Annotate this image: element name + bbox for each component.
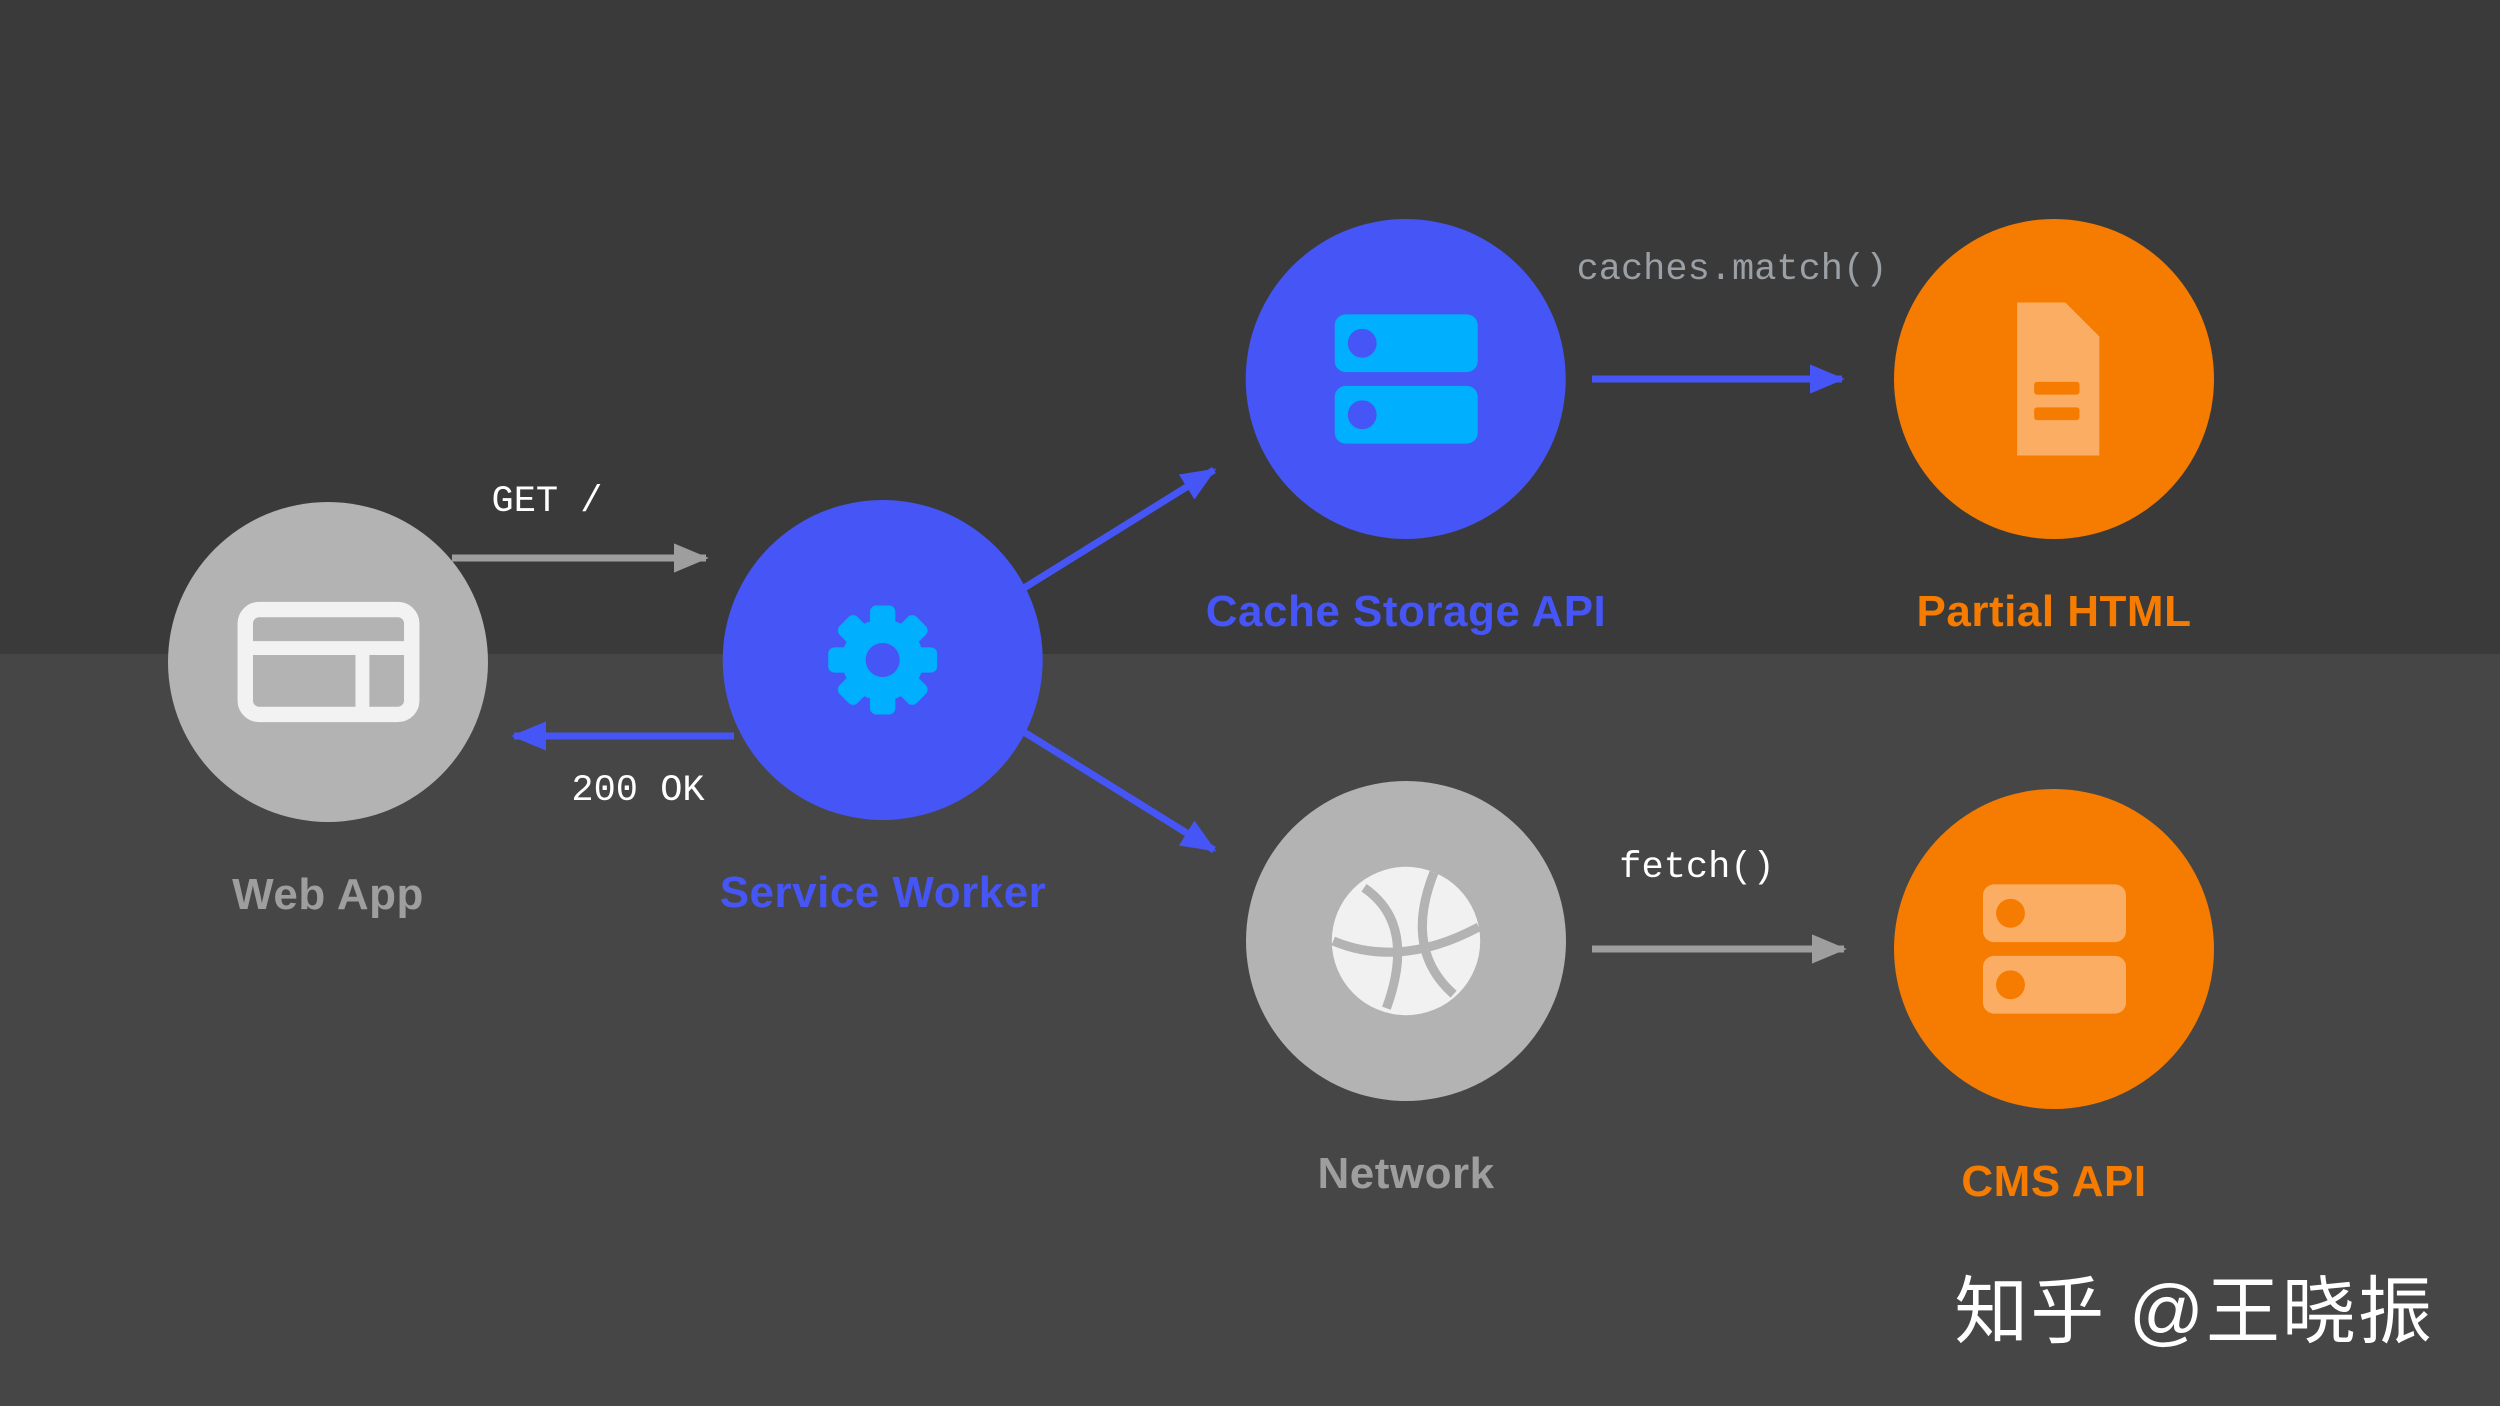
node-web-app: Web App	[168, 502, 488, 920]
watermark: 知乎 @王晓振	[1954, 1270, 2434, 1353]
arrow-service-worker-to-network	[1022, 729, 1217, 853]
web-app-label: Web App	[232, 870, 424, 919]
node-cms-api: CMS API	[1894, 789, 2214, 1207]
service-worker-label: Service Worker	[719, 868, 1047, 917]
arrow-service-worker-to-cache	[1022, 467, 1217, 591]
document-icon	[2017, 302, 2100, 456]
globe-icon	[1331, 866, 1481, 1016]
edge-label-response-ok: 200 OK	[571, 770, 705, 812]
edge-label-fetch: fetch()	[1619, 847, 1775, 889]
edge-label-get-request: GET /	[491, 481, 603, 523]
network-label: Network	[1317, 1149, 1495, 1198]
partial-html-label: Partial HTML	[1916, 587, 2192, 636]
cache-storage-circle	[1245, 219, 1566, 539]
storage-server-icon	[1334, 314, 1478, 444]
node-network: Network	[1246, 781, 1566, 1199]
cms-api-circle	[1894, 789, 2214, 1109]
node-service-worker: Service Worker	[720, 500, 1047, 918]
partial-html-circle	[1894, 219, 2214, 539]
cms-api-label: CMS API	[1961, 1157, 2147, 1206]
node-cache-storage: Cache Storage API	[1206, 219, 1607, 637]
network-circle	[1246, 781, 1566, 1101]
edge-label-caches-match: caches.match()	[1576, 249, 1888, 291]
storage-server-icon	[1982, 884, 2126, 1014]
service-worker-circle	[722, 500, 1043, 820]
browser-window-icon	[237, 601, 419, 723]
cache-storage-label: Cache Storage API	[1205, 587, 1607, 636]
gear-icon	[828, 605, 938, 715]
node-partial-html: Partial HTML	[1894, 219, 2214, 637]
web-app-circle	[168, 502, 488, 822]
